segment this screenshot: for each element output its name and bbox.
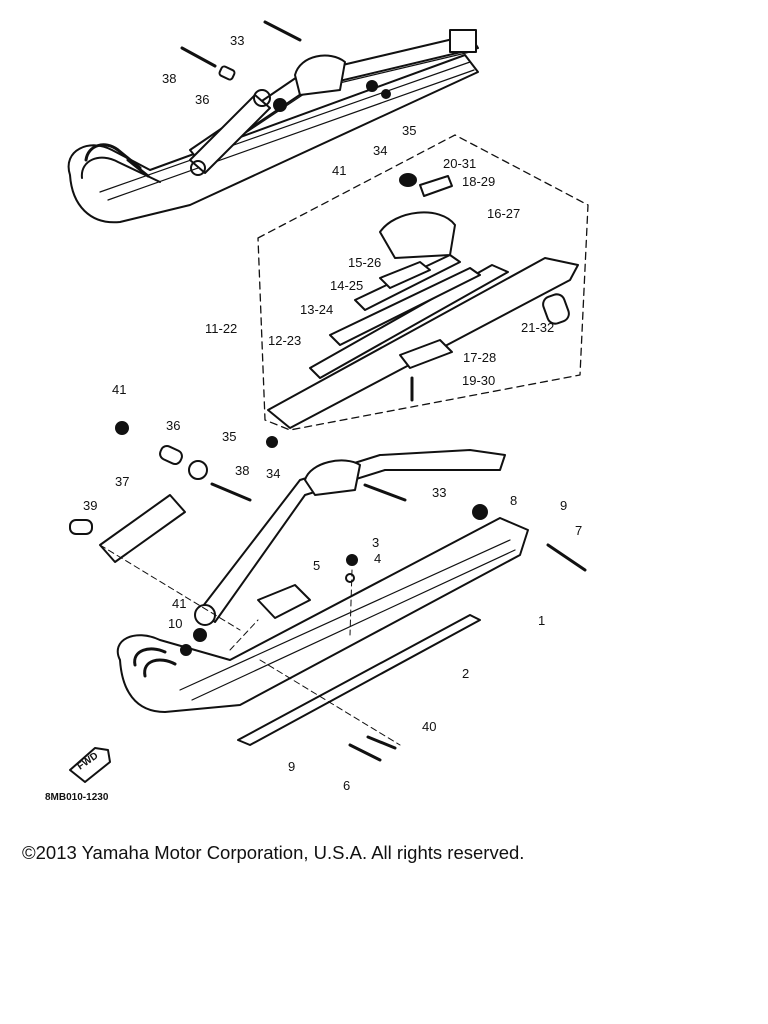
ski-exploded-bottom <box>69 421 587 762</box>
callout-8: 8 <box>510 493 517 508</box>
ski-assembly-diagram: 33 38 36 35 34 41 20-31 18-29 16-27 15-2… <box>45 20 589 803</box>
callout-34-mid: 34 <box>266 466 280 481</box>
callout-9-right: 9 <box>560 498 567 513</box>
callout-20-31: 20-31 <box>443 156 476 171</box>
callout-18-29: 18-29 <box>462 174 495 189</box>
callout-40: 40 <box>422 719 436 734</box>
callout-2: 2 <box>462 666 469 681</box>
callout-41-low: 41 <box>172 596 186 611</box>
callout-37-mid: 36 <box>166 418 180 433</box>
callout-10: 10 <box>168 616 182 631</box>
callout-14-25: 14-25 <box>330 278 363 293</box>
callout-12-23: 12-23 <box>268 333 301 348</box>
callout-36: 37 <box>115 474 129 489</box>
callout-3: 3 <box>372 535 379 550</box>
callout-37-top: 36 <box>195 92 209 107</box>
fwd-arrow-icon <box>69 747 111 783</box>
callout-38: 39 <box>83 498 97 513</box>
callout-5: 5 <box>313 558 320 573</box>
reference-code: 8MB010-1230 <box>45 792 109 803</box>
callout-15-26: 15-26 <box>348 255 381 270</box>
copyright-notice: ©2013 Yamaha Motor Corporation, U.S.A. A… <box>22 842 525 863</box>
callout-1: 1 <box>538 613 545 628</box>
callout-33-top: 33 <box>230 33 244 48</box>
callout-17-28: 17-28 <box>463 350 496 365</box>
callout-21-32: 21-32 <box>521 320 554 335</box>
callout-11-22: 11-22 <box>205 321 237 336</box>
callout-33-mid: 33 <box>432 485 446 500</box>
callout-39-top: 38 <box>162 71 176 86</box>
callout-19-30: 19-30 <box>462 373 495 388</box>
callout-34-top: 34 <box>373 143 387 158</box>
callout-39-mid: 38 <box>235 463 249 478</box>
callout-13-24: 13-24 <box>300 302 333 317</box>
callout-35-top: 35 <box>402 123 416 138</box>
callout-16-27: 16-27 <box>487 206 520 221</box>
assembled-ski-top <box>67 20 479 224</box>
callout-9-low: 9 <box>288 759 295 774</box>
callout-6: 6 <box>343 778 350 793</box>
leaf-spring-exploded-set <box>257 134 589 431</box>
callout-labels: 33 38 36 35 34 41 20-31 18-29 16-27 15-2… <box>45 33 582 803</box>
callout-41-mid: 41 <box>112 382 126 397</box>
callout-41-top: 41 <box>332 163 346 178</box>
callout-7: 7 <box>575 523 582 538</box>
callout-4: 4 <box>374 551 381 566</box>
callout-35-mid: 35 <box>222 429 236 444</box>
